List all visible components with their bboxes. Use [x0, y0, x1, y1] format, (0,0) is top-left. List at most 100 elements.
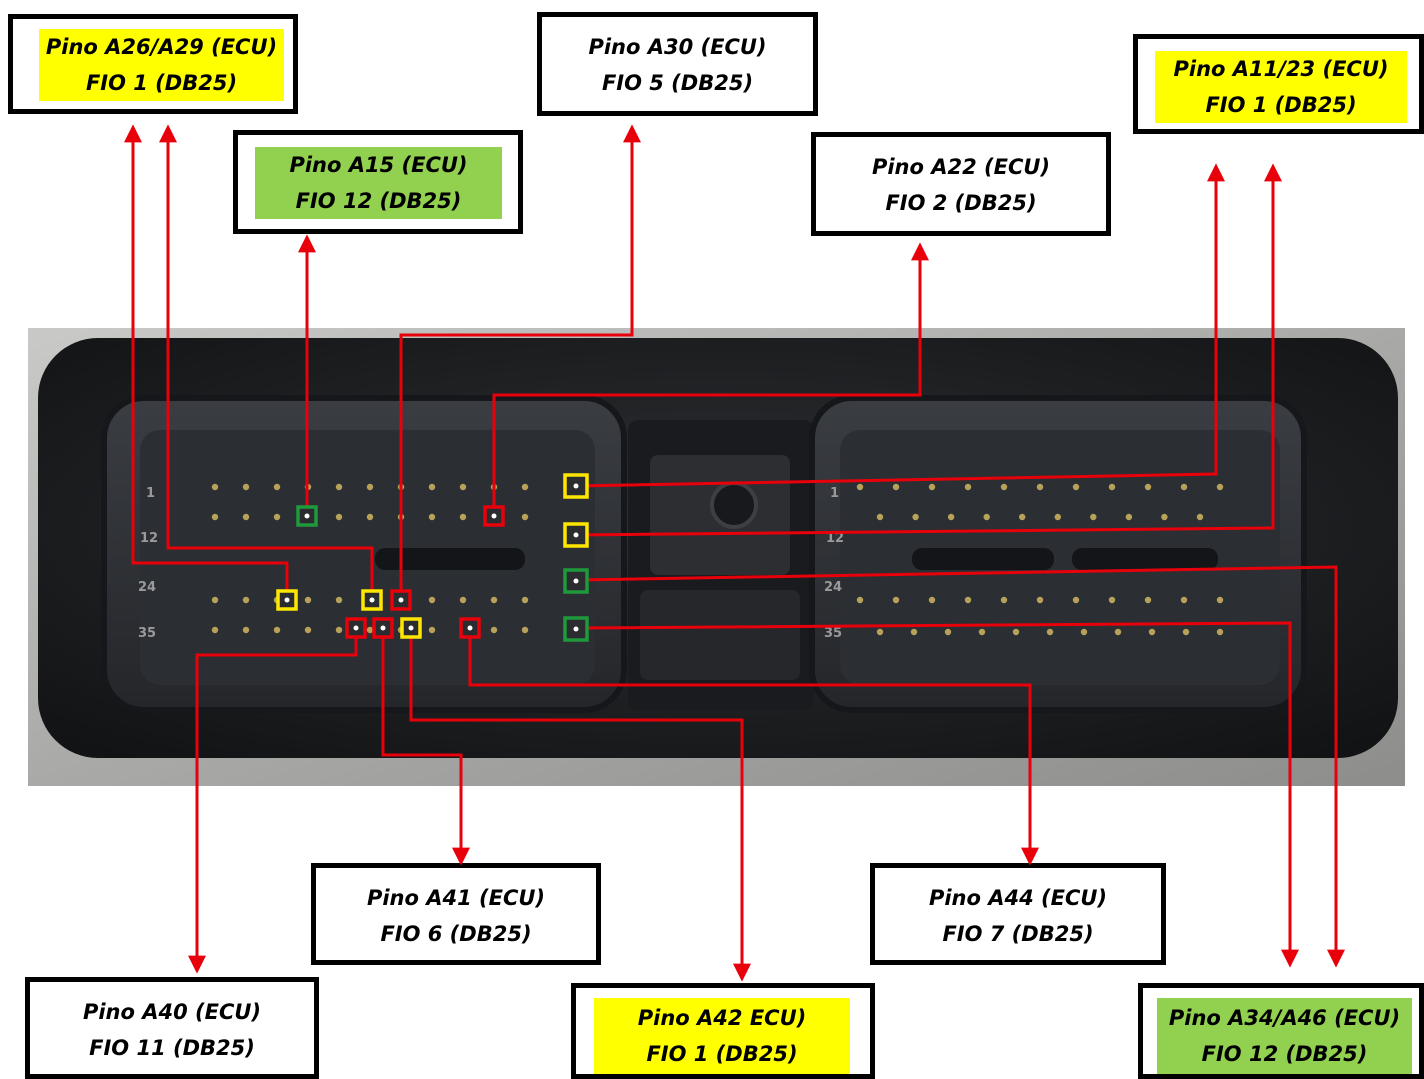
connector-pin: [929, 484, 935, 490]
pin-marker: [565, 475, 587, 497]
wire-label: FIO 11 (DB25): [89, 1030, 255, 1066]
connector-pin: [243, 514, 249, 520]
connector-pin: [1149, 629, 1155, 635]
label-box-a34-a46: Pino A34/A46 (ECU) FIO 12 (DB25): [1138, 983, 1424, 1079]
connector-pin: [1217, 484, 1223, 490]
connector-pin: [857, 484, 863, 490]
connector-pin: [243, 627, 249, 633]
pin-marker-dot: [409, 626, 414, 631]
connector-pin: [491, 514, 497, 520]
connector-pin: [212, 484, 218, 490]
connector-pin: [1145, 597, 1151, 603]
label-text: Pino A44 (ECU) FIO 7 (DB25): [875, 880, 1161, 952]
label-highlight: Pino A34/A46 (ECU) FIO 12 (DB25): [1157, 998, 1412, 1074]
connector-pin: [1115, 629, 1121, 635]
connector-pin: [1109, 597, 1115, 603]
label-text: Pino A41 (ECU) FIO 6 (DB25): [316, 880, 596, 952]
label-box-a11-a23: Pino A11/23 (ECU) FIO 1 (DB25): [1133, 34, 1424, 134]
connector-pin: [965, 484, 971, 490]
connector-pin: [398, 484, 404, 490]
connector-pin: [1037, 484, 1043, 490]
connector-pin: [460, 597, 466, 603]
pin-marker: [347, 619, 365, 637]
pin-marker: [565, 570, 587, 592]
wire-label: FIO 12 (DB25): [1202, 1036, 1368, 1072]
connector-pin: [1126, 514, 1132, 520]
pin-marker: [565, 524, 587, 546]
left-row-number: 24: [138, 580, 156, 595]
connector-pin: [1055, 514, 1061, 520]
connector-pin: [336, 597, 342, 603]
connector-pin: [367, 597, 373, 603]
connector-pin: [1013, 629, 1019, 635]
pin-marker-dot: [574, 579, 579, 584]
connector-pin: [893, 597, 899, 603]
connector-pin: [460, 484, 466, 490]
pin-label: Pino A42 ECU): [638, 1000, 806, 1036]
connector-pin: [491, 484, 497, 490]
connector-pin: [367, 514, 373, 520]
connector-pins: [212, 484, 1223, 635]
pin-marker: [461, 619, 479, 637]
connector-pin: [460, 627, 466, 633]
left-row-numbers: 1 12 24 35: [138, 486, 158, 641]
pin-marker-dot: [370, 598, 375, 603]
connector-pin: [336, 514, 342, 520]
left-divider-bar: [375, 548, 525, 570]
label-box-a41: Pino A41 (ECU) FIO 6 (DB25): [311, 863, 601, 965]
connector-pin: [979, 629, 985, 635]
connector-pin: [929, 597, 935, 603]
connector-pin: [367, 484, 373, 490]
label-highlight: Pino A26/A29 (ECU) FIO 1 (DB25): [39, 29, 284, 101]
wire-label: FIO 5 (DB25): [602, 65, 753, 101]
connector-pin: [522, 484, 528, 490]
connector-pin: [305, 597, 311, 603]
label-box-a40: Pino A40 (ECU) FIO 11 (DB25): [25, 977, 319, 1079]
connector-pin: [1161, 514, 1167, 520]
connector-pin: [1181, 597, 1187, 603]
pin-marker-dot: [381, 626, 386, 631]
label-text: Pino A40 (ECU) FIO 11 (DB25): [30, 992, 314, 1068]
ecu-metal-plate: [28, 328, 1405, 786]
connector-pin: [212, 514, 218, 520]
left-row-number: 12: [140, 531, 158, 546]
connector-pin: [398, 597, 404, 603]
connector-pin: [965, 597, 971, 603]
connector-pin: [429, 484, 435, 490]
pin-marker-dot: [399, 598, 404, 603]
pin-marker-dot: [285, 598, 290, 603]
connector-pin: [1181, 484, 1187, 490]
connector-pin: [522, 597, 528, 603]
label-box-a30: Pino A30 (ECU) FIO 5 (DB25): [537, 12, 818, 116]
pin-label: Pino A26/A29 (ECU): [46, 29, 277, 65]
pin-label: Pino A34/A46 (ECU): [1169, 1000, 1400, 1036]
connector-pin: [1081, 629, 1087, 635]
connector-pin: [1109, 484, 1115, 490]
connector-pin: [460, 514, 466, 520]
wire-arrow: [470, 628, 1030, 862]
connector-pin: [877, 514, 883, 520]
center-latch-panel: [650, 455, 790, 575]
connector-pin: [1073, 597, 1079, 603]
right-row-number: 1: [830, 486, 839, 501]
right-socket-inner: [840, 430, 1280, 685]
pin-marker-dot: [574, 627, 579, 632]
connector-pin: [336, 484, 342, 490]
pin-label: Pino A15 (ECU): [289, 147, 467, 183]
label-highlight: Pino A42 ECU) FIO 1 (DB25): [594, 998, 850, 1074]
label-highlight: Pino A11/23 (ECU) FIO 1 (DB25): [1155, 51, 1407, 123]
connector-pin: [911, 629, 917, 635]
pin-marker: [392, 591, 410, 609]
connector-pin: [1001, 484, 1007, 490]
connector-pin: [212, 597, 218, 603]
connector-pin: [522, 627, 528, 633]
pin-marker-dot: [468, 626, 473, 631]
connector-pin: [491, 627, 497, 633]
label-text: Pino A22 (ECU) FIO 2 (DB25): [816, 147, 1106, 223]
left-row-number: 35: [138, 626, 156, 641]
connector-pin: [429, 627, 435, 633]
pin-marker-dot: [354, 626, 359, 631]
right-row-number: 24: [824, 580, 842, 595]
connector-pin: [305, 514, 311, 520]
right-row-number: 12: [826, 531, 844, 546]
